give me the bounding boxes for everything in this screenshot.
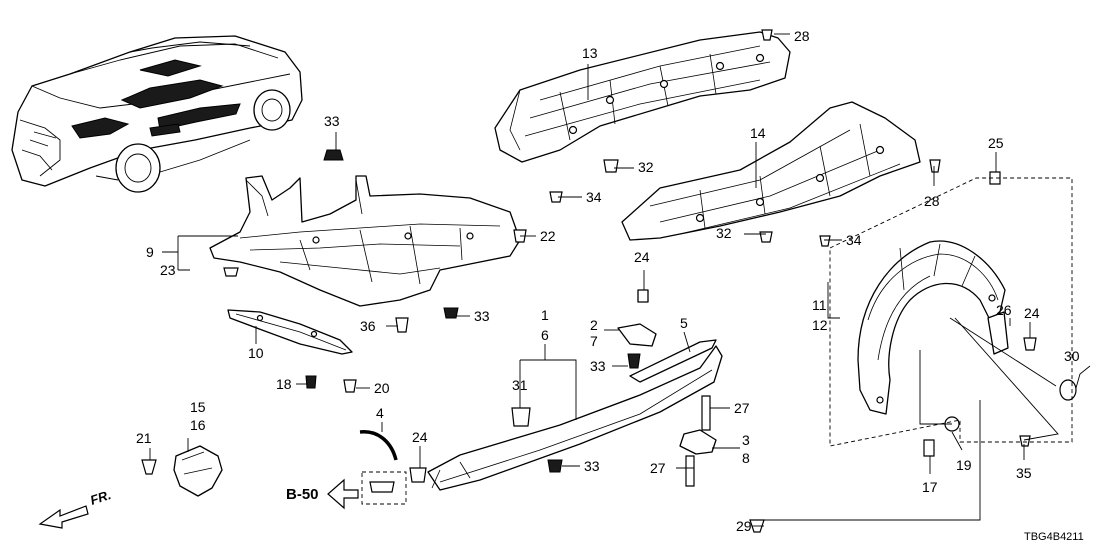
front-label: FR. (88, 487, 113, 508)
callout-32b: 32 (716, 225, 732, 241)
dashed-box-ref (361, 471, 407, 505)
callout-28a: 28 (794, 28, 810, 44)
callout-31: 31 (512, 377, 528, 393)
callout-11: 11 (812, 297, 827, 313)
mudguard-ribs (181, 451, 213, 475)
strip-10 (227, 309, 353, 355)
callout-24a: 24 (634, 249, 650, 265)
callout-14: 14 (750, 125, 766, 141)
callout-32a: 32 (638, 159, 654, 175)
callout-30: 30 (1064, 348, 1080, 364)
callout-27a: 27 (734, 400, 750, 416)
callout-21: 21 (136, 430, 152, 446)
callout-1: 1 (541, 307, 549, 323)
callout-15: 15 (190, 399, 206, 415)
callout-18: 18 (276, 376, 292, 392)
callout-labels: 13 28 32 34 14 28 34 32 33 9 23 22 33 36… (88, 28, 1083, 543)
callout-24b: 24 (412, 429, 428, 445)
callout-34b: 34 (846, 232, 862, 248)
diagram-code: TBG4B4211 (1024, 531, 1084, 543)
rear-undercover-14 (621, 101, 921, 241)
callout-20: 20 (374, 380, 390, 396)
bracket-3 (679, 429, 717, 455)
callout-9: 9 (146, 244, 154, 260)
reference-label[interactable]: B-50 (286, 486, 319, 503)
front-direction-arrow (38, 505, 89, 529)
callout-13: 13 (582, 45, 598, 61)
callout-22: 22 (540, 228, 556, 244)
callout-17: 17 (922, 479, 938, 495)
callout-33a: 33 (324, 113, 340, 129)
callout-34a: 34 (586, 189, 602, 205)
callout-6: 6 (541, 327, 549, 343)
reference-arrow (327, 478, 359, 510)
callout-16: 16 (190, 417, 206, 433)
callout-29: 29 (736, 518, 752, 534)
callout-19: 19 (956, 457, 972, 473)
callout-4: 4 (376, 405, 384, 421)
side-sill-garnish (427, 345, 723, 491)
callout-33c: 33 (590, 358, 606, 374)
seal-4 (359, 430, 398, 461)
callout-33b: 33 (474, 308, 490, 324)
callout-33d: 33 (584, 458, 600, 474)
callout-26: 26 (996, 302, 1012, 318)
inner-fender-11 (857, 240, 1009, 415)
clip-24a (637, 289, 649, 303)
front-undercover-9 (209, 175, 521, 307)
callout-35: 35 (1016, 465, 1032, 481)
vehicle-overview (11, 35, 303, 193)
callout-8: 8 (742, 450, 750, 466)
dashed-group-outline (829, 177, 1073, 447)
callout-24c: 24 (1024, 305, 1040, 321)
callout-27b: 27 (650, 460, 666, 476)
callout-10: 10 (248, 345, 264, 361)
callout-5: 5 (680, 315, 688, 331)
bracket-2 (617, 323, 657, 347)
callout-3: 3 (742, 432, 750, 448)
callout-7: 7 (590, 333, 598, 349)
callout-28b: 28 (924, 193, 940, 209)
callout-25: 25 (988, 135, 1004, 151)
callout-36: 36 (360, 318, 376, 334)
rear-undercover-13 (494, 31, 791, 163)
callout-12: 12 (812, 317, 828, 333)
leader-lines (149, 33, 1091, 527)
callout-2: 2 (590, 317, 598, 333)
callout-23: 23 (160, 262, 176, 278)
